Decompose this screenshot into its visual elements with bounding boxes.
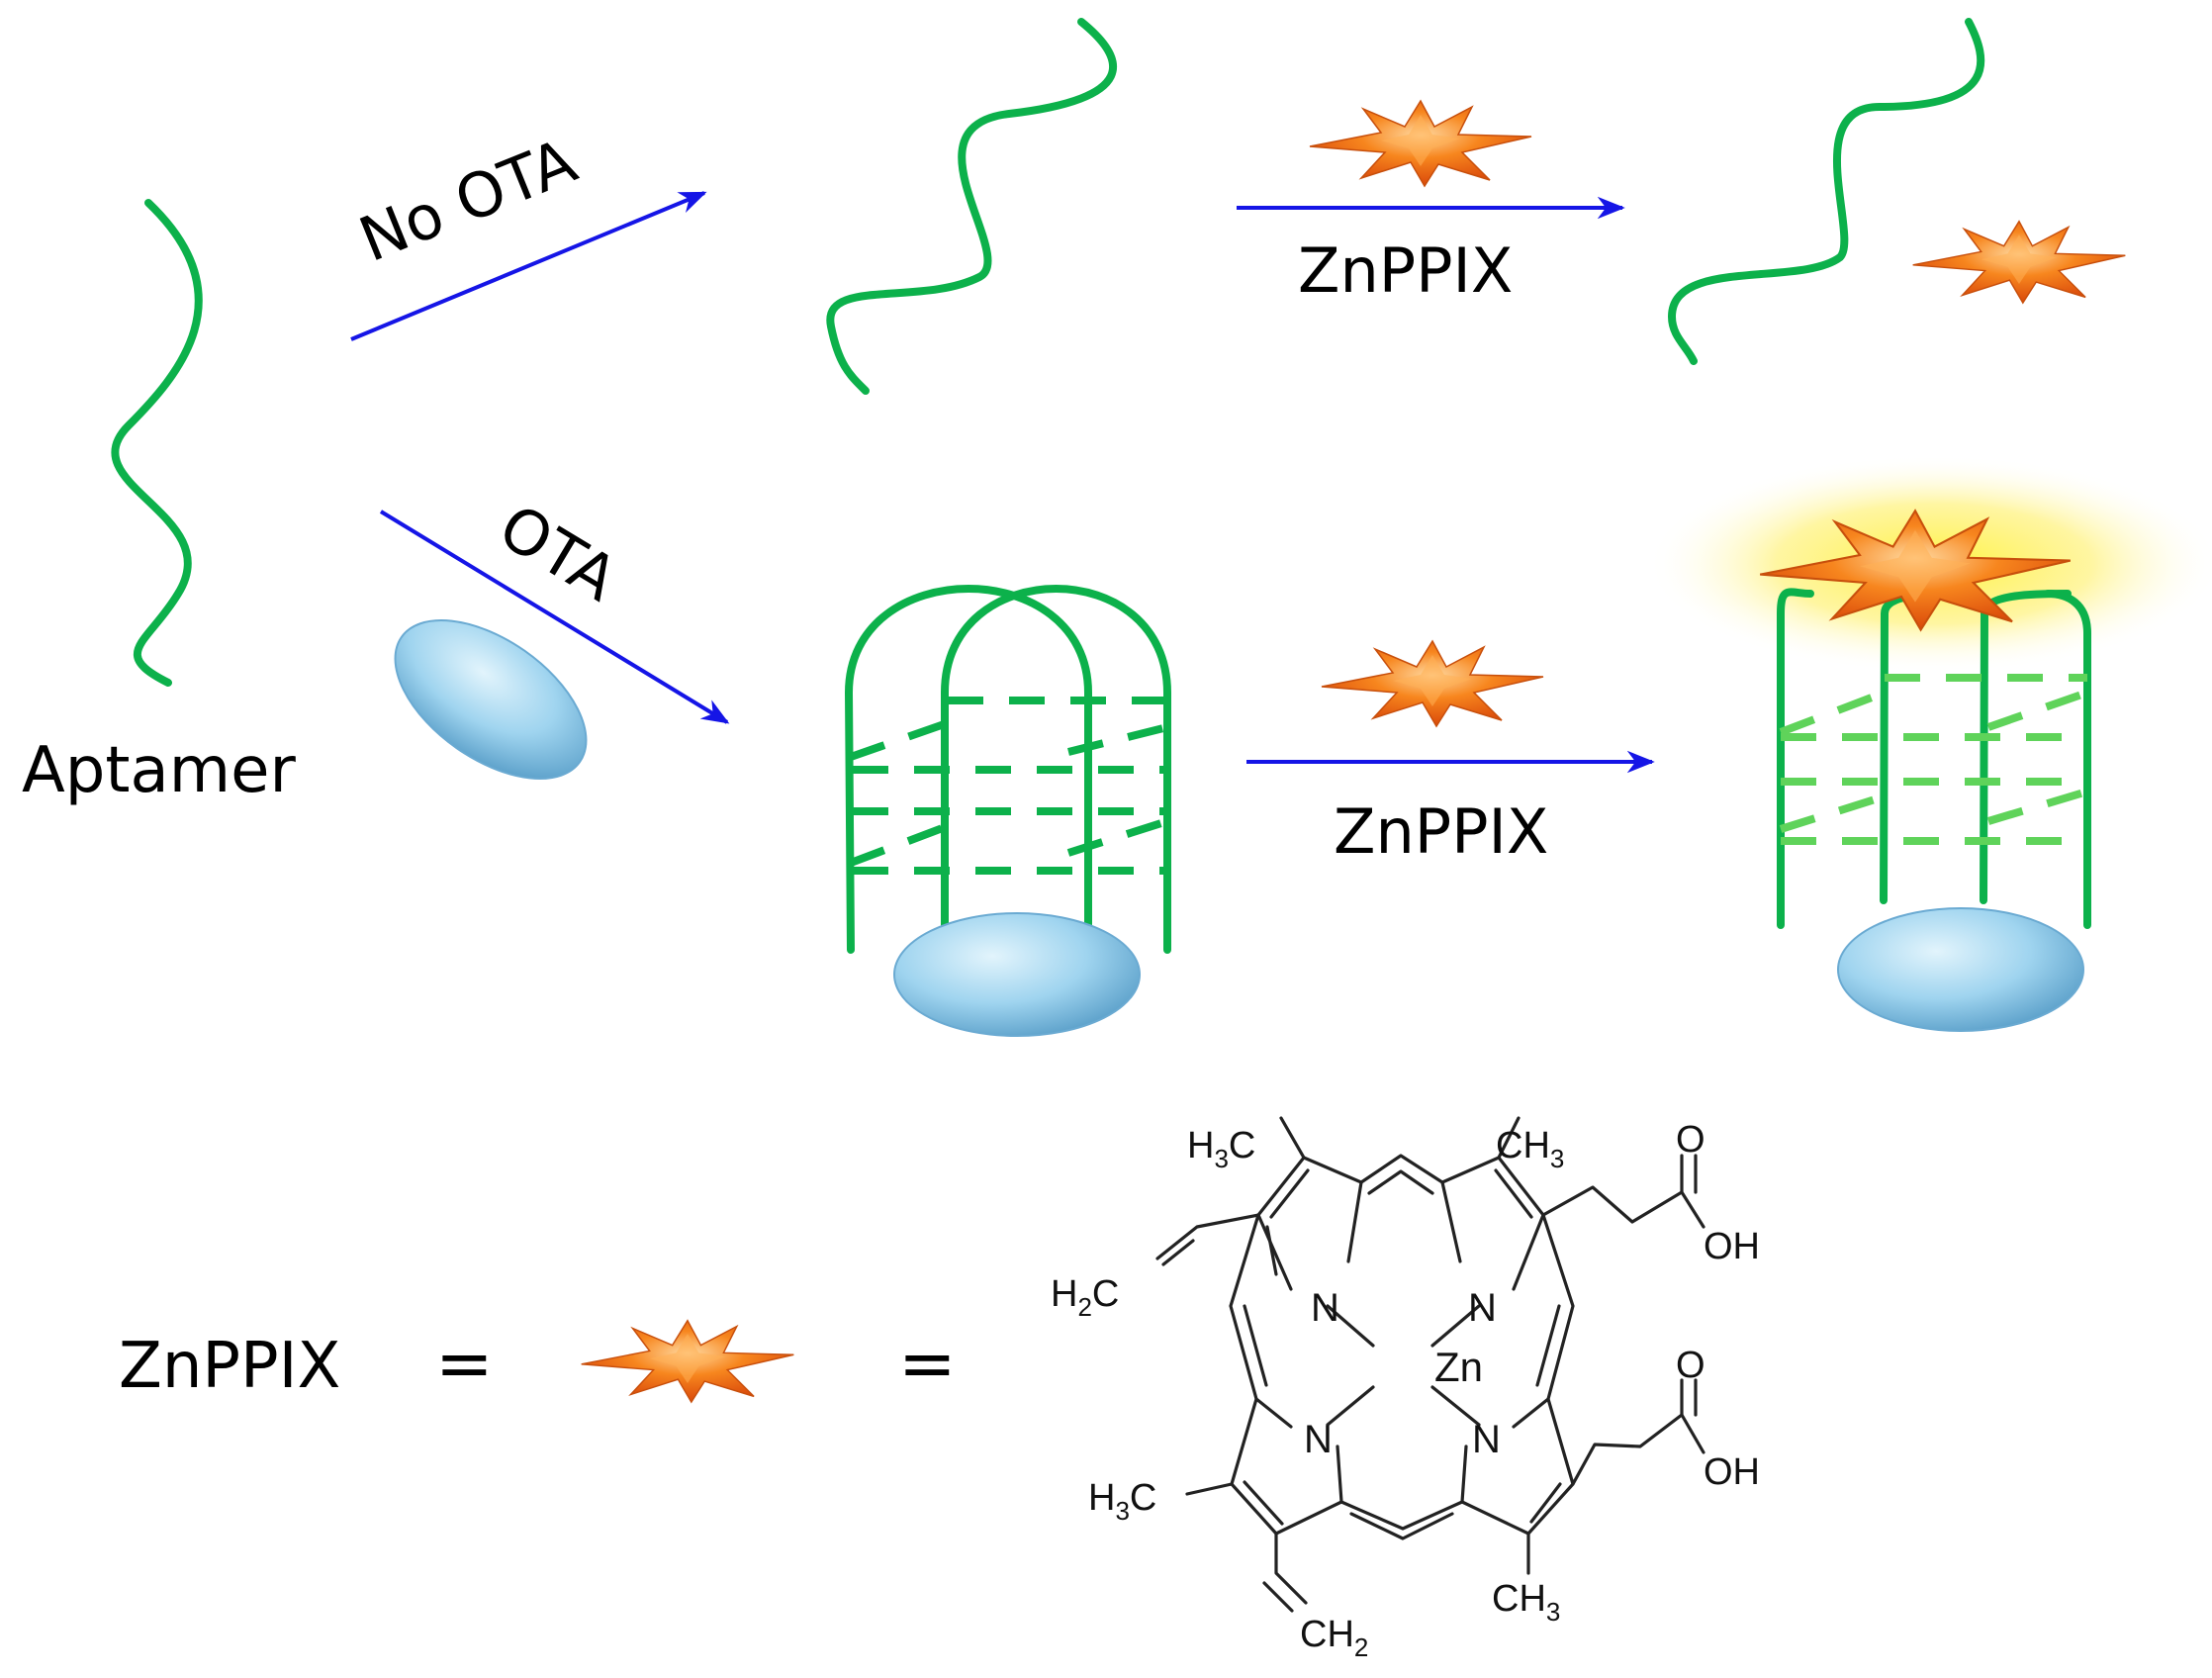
methyl-top-right: CH3 [1496,1125,1564,1173]
no-ota-label: No OTA [349,125,586,276]
znppix-label-top: ZnPPIX [1298,234,1513,307]
legend-equals-1: = [435,1323,494,1404]
zn-atom: Zn [1434,1344,1483,1390]
vinyl-bottom: CH2 [1300,1614,1368,1662]
ota-arrow [379,510,730,724]
ota-label: OTA [487,490,629,615]
no-ota-arrow [350,191,707,341]
g-quadruplex-znppix-complex-icon [1777,588,2091,929]
free-znppix-star-icon [1911,221,2127,304]
legend-equals-2: = [898,1323,957,1404]
methyl-bottom-left: H3C [1088,1477,1156,1526]
znppix-star-icon-bottom [1321,640,1544,727]
legend-znppix-name: ZnPPIX [119,1330,340,1403]
acid-hydroxyl-top: OH [1704,1226,1760,1267]
legend-star-icon [580,1320,795,1403]
n-atom-bottom-right: N [1472,1418,1501,1461]
znppix-structure: Zn N N N N H3C CH3 H2C H3C CH3 CH2 O OH … [1051,1116,1760,1662]
bound-ota-molecule-icon [893,912,1141,1037]
znppix-label-bottom: ZnPPIX [1334,795,1548,868]
n-atom-bottom-left: N [1304,1418,1333,1461]
free-aptamer-icon [826,18,1117,395]
aptamer-label: Aptamer [22,734,296,807]
acid-carbonyl-o-bottom: O [1676,1345,1705,1386]
methyl-top-left: H3C [1187,1125,1255,1173]
acid-carbonyl-o-top: O [1676,1119,1705,1161]
methyl-bottom-right: CH3 [1492,1578,1560,1627]
znppix-star-icon [1309,100,1532,187]
n-atom-top-right: N [1468,1286,1497,1330]
g-quadruplex-icon [845,585,1171,954]
ota-molecule-icon [394,619,588,780]
aptamer-strand-icon [111,199,203,687]
vinyl-left: H2C [1051,1273,1119,1322]
acid-hydroxyl-bottom: OH [1704,1451,1760,1493]
complex-ota-molecule-icon [1837,907,2084,1032]
n-atom-top-left: N [1311,1286,1339,1330]
free-aptamer-result-icon [1668,18,1985,365]
